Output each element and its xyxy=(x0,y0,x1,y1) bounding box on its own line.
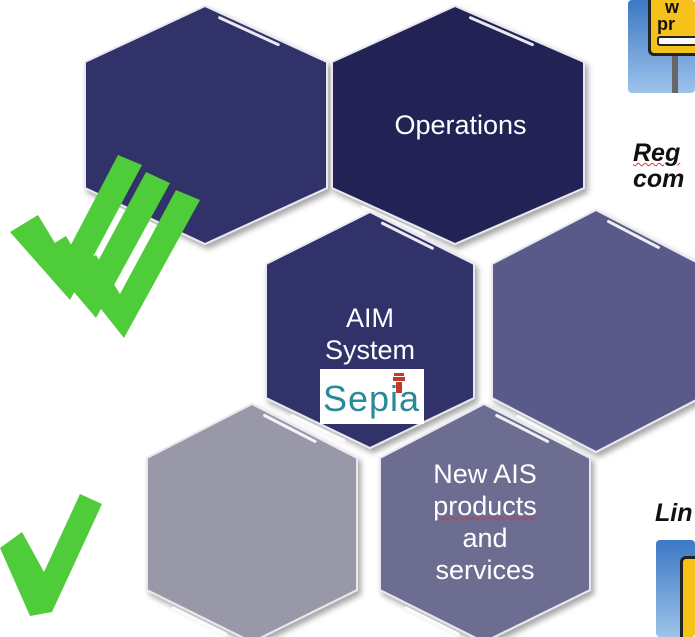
regulation-text-line-1: Reg xyxy=(633,139,681,167)
aim-label-line-1: AIM xyxy=(345,303,394,333)
links-text: Lin xyxy=(655,500,693,526)
checkmark-triple-icon xyxy=(10,155,200,338)
hexagon-top-left xyxy=(84,4,328,246)
aim-label-line-2: System xyxy=(324,335,416,365)
new-ais-line-1: New AIS xyxy=(433,459,537,489)
hexagon-operations xyxy=(331,4,585,246)
sign-text-line-1: w xyxy=(665,0,680,17)
sepia-logo: Sepia xyxy=(320,369,424,424)
links-text-line: Lin xyxy=(655,499,693,527)
operations-label-text: Operations xyxy=(394,110,527,140)
new-ais-line-3: and xyxy=(462,523,508,553)
new-ais-label: New AIS products and services xyxy=(405,458,565,586)
new-ais-line-4: services xyxy=(435,555,535,585)
new-ais-line-2: products xyxy=(433,491,537,521)
regulation-text: Reg com xyxy=(633,140,684,192)
regulation-text-line-2: com xyxy=(633,165,685,193)
hexagon-right xyxy=(491,208,695,454)
operations-label: Operations xyxy=(368,109,553,141)
control-tower-icon xyxy=(393,373,405,393)
checkmark-icon xyxy=(0,494,102,616)
aim-system-label: AIM System xyxy=(305,302,435,366)
sign-board-bottom xyxy=(680,556,695,637)
warning-sign-image-bottom xyxy=(656,540,695,637)
sign-text-line-2: pr xyxy=(657,14,675,34)
sepia-logo-word: Sepia xyxy=(323,378,421,419)
sign-board: w pr xyxy=(648,0,695,56)
hexagon-new-ais xyxy=(379,402,591,637)
hexagon-bottom-left xyxy=(146,402,358,637)
warning-sign-image-top: w pr xyxy=(628,0,695,93)
